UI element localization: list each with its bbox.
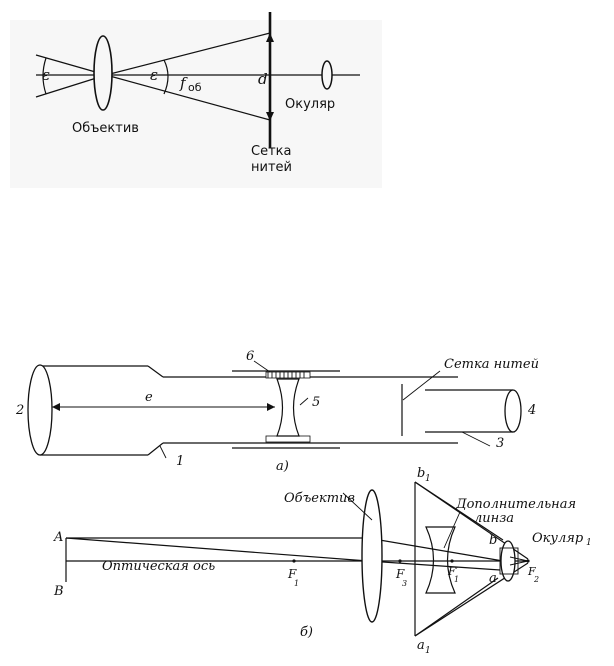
epsilon-left: ε (42, 66, 50, 84)
reticle-label-line2: нитей (251, 160, 292, 175)
reticle-label: Сетка нитей (444, 357, 539, 372)
f2-subscript: 2 (533, 575, 539, 584)
eyepiece-label: Окуляр (285, 97, 335, 112)
leader-additional-lens (444, 512, 460, 548)
f1-prime-subscript: 1 (454, 575, 459, 584)
e-arrow-right (267, 403, 275, 411)
point-a1-subscript: 1 (425, 646, 431, 656)
ray-a-center (66, 538, 368, 561)
figure-ray-diagram: A B Оптическая ось Объектив Дополнительн… (53, 466, 592, 656)
eyepiece-label-b: Окуляр (532, 531, 584, 546)
figure-objective-reticle: ε ε f об d Объектив Окуляр Сетка нитей (10, 12, 382, 188)
eyepiece-end-lens (505, 390, 521, 432)
additional-diverging-lens (426, 527, 455, 593)
point-A: A (53, 530, 63, 545)
figure-telescope-tube: 2 1 6 5 3 4 e Сетка нитей а) (15, 349, 539, 474)
d-label: d (258, 70, 268, 88)
thread-bottom (266, 436, 310, 442)
objective-label-b: Объектив (284, 491, 355, 506)
objective-lens-b (362, 490, 382, 622)
additional-lens-label-2: линза (474, 511, 514, 526)
point-b: b (489, 533, 497, 548)
point-b1-subscript: 1 (425, 474, 431, 484)
reticle-label-line1: Сетка (251, 144, 291, 159)
leader-1 (160, 446, 166, 458)
e-label: e (145, 390, 153, 405)
label-5: 5 (312, 395, 320, 410)
point-a: a (489, 571, 497, 586)
axis-label: Оптическая ось (102, 559, 215, 574)
f1-prime-point (450, 559, 453, 562)
objective-label: Объектив (72, 121, 139, 136)
point-B: B (53, 584, 64, 599)
caption-a: а) (276, 459, 289, 474)
leader-6 (254, 361, 270, 372)
f2-point (526, 559, 529, 562)
point-a1: a (417, 638, 425, 653)
objective-lens (94, 36, 112, 110)
f1-subscript: 1 (294, 579, 299, 588)
label-1: 1 (176, 454, 184, 469)
focal-length-subscript: об (188, 81, 202, 94)
f1-point (292, 559, 295, 562)
epsilon-right: ε (150, 66, 158, 84)
reticle-leader (403, 371, 440, 400)
caption-b: б) (300, 625, 313, 640)
eyepiece-lens-b (501, 541, 515, 581)
label-2: 2 (15, 403, 24, 418)
additional-lens-label-1: Дополнительная (455, 497, 576, 512)
leader-5 (300, 398, 308, 405)
e-arrow-left (52, 403, 60, 411)
f3-point (398, 559, 401, 562)
objective-front-lens (28, 365, 52, 455)
leader-3 (462, 432, 490, 446)
label-3: 3 (496, 436, 504, 451)
focusing-lens (277, 379, 299, 436)
f3-subscript: 3 (402, 579, 407, 588)
label-4: 4 (527, 403, 536, 418)
ray-a-refracted (368, 538, 503, 561)
label-6: 6 (246, 349, 254, 364)
eyepiece-subscript: 1 (586, 538, 592, 548)
taper-bottom (148, 443, 163, 455)
eyepiece-lens (322, 61, 332, 89)
taper-top (148, 366, 163, 377)
